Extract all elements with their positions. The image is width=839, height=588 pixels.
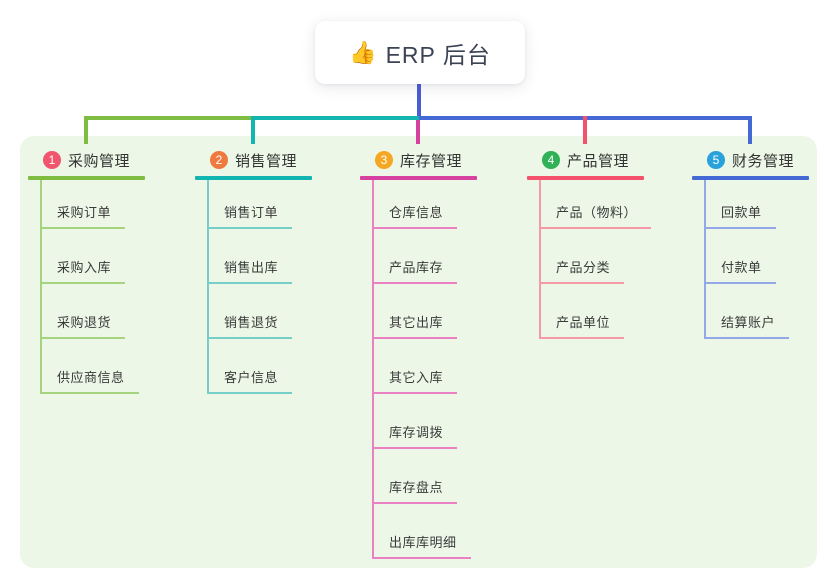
branch-label: 产品管理 xyxy=(567,152,630,170)
branch: 3 库存管理 仓库信息 产品库存 其它出库 其它入库 库存调拨 库存盘点 出库库… xyxy=(360,144,477,559)
sub-item[interactable]: 采购退货 xyxy=(40,284,126,339)
branch: 5 财务管理 回款单 付款单 结算账户 xyxy=(692,144,809,339)
branch: 1 采购管理 采购订单 采购入库 采购退货 供应商信息 xyxy=(28,144,145,394)
sub-item[interactable]: 结算账户 xyxy=(704,284,790,339)
sub-item[interactable]: 销售出库 xyxy=(207,229,293,284)
sub-item[interactable]: 出库库明细 xyxy=(372,504,471,559)
sub-item[interactable]: 产品库存 xyxy=(372,229,458,284)
sub-item-label: 供应商信息 xyxy=(57,370,125,385)
sub-item[interactable]: 回款单 xyxy=(704,180,776,229)
sub-item-label: 付款单 xyxy=(721,260,762,275)
branch-number-badge: 5 xyxy=(707,151,725,169)
sub-item-label: 销售订单 xyxy=(224,205,279,220)
connector-drop-inventory xyxy=(416,120,420,144)
branch-header[interactable]: 3 库存管理 xyxy=(360,144,477,176)
branch-header[interactable]: 5 财务管理 xyxy=(692,144,809,176)
branch-children: 回款单 付款单 结算账户 xyxy=(692,180,809,339)
connector-drop-finance xyxy=(748,116,752,144)
branch-number-badge: 3 xyxy=(375,151,393,169)
sub-item[interactable]: 产品（物料） xyxy=(539,180,652,229)
branch-header[interactable]: 4 产品管理 xyxy=(527,144,644,176)
branch-label: 采购管理 xyxy=(68,152,131,170)
sub-item-label: 结算账户 xyxy=(721,315,776,330)
sub-item[interactable]: 其它入库 xyxy=(372,339,458,394)
branch-children: 销售订单 销售出库 销售退货 客户信息 xyxy=(195,180,312,394)
sub-item-label: 销售退货 xyxy=(224,315,279,330)
branch-underline xyxy=(28,176,145,180)
branch-header[interactable]: 2 销售管理 xyxy=(195,144,312,176)
branch-underline xyxy=(195,176,312,180)
sub-item-label: 库存调拨 xyxy=(389,425,444,440)
sub-item[interactable]: 库存盘点 xyxy=(372,449,458,504)
sub-item-label: 客户信息 xyxy=(224,370,279,385)
sub-item[interactable]: 销售退货 xyxy=(207,284,293,339)
branch-number-badge: 4 xyxy=(542,151,560,169)
branch-number-badge: 1 xyxy=(43,151,61,169)
sub-item-label: 产品（物料） xyxy=(556,205,638,220)
root-title: ERP 后台 xyxy=(385,41,491,68)
sub-item-label: 销售出库 xyxy=(224,260,279,275)
sub-item-label: 产品单位 xyxy=(556,315,611,330)
sub-item[interactable]: 库存调拨 xyxy=(372,394,458,449)
sub-item-label: 其它出库 xyxy=(389,315,444,330)
thumbs-up-icon: 👍 xyxy=(349,39,377,65)
sub-item-label: 采购订单 xyxy=(57,205,112,220)
sub-item[interactable]: 产品单位 xyxy=(539,284,625,339)
sub-item-label: 采购退货 xyxy=(57,315,112,330)
branch-label: 财务管理 xyxy=(732,152,795,170)
sub-item[interactable]: 仓库信息 xyxy=(372,180,458,229)
sub-item-label: 出库库明细 xyxy=(389,535,457,550)
sub-item[interactable]: 供应商信息 xyxy=(40,339,139,394)
sub-item-label: 回款单 xyxy=(721,205,762,220)
sub-item-label: 其它入库 xyxy=(389,370,444,385)
branch-underline xyxy=(527,176,644,180)
branch-underline xyxy=(692,176,809,180)
branch-children: 采购订单 采购入库 采购退货 供应商信息 xyxy=(28,180,145,394)
sub-item-label: 产品库存 xyxy=(389,260,444,275)
sub-item[interactable]: 采购入库 xyxy=(40,229,126,284)
sub-item[interactable]: 其它出库 xyxy=(372,284,458,339)
sub-item[interactable]: 产品分类 xyxy=(539,229,625,284)
sub-item-label: 仓库信息 xyxy=(389,205,444,220)
connector-drop-sales xyxy=(251,116,255,144)
branch-header[interactable]: 1 采购管理 xyxy=(28,144,145,176)
connector-horizontal-teal xyxy=(253,116,419,120)
sub-item[interactable]: 付款单 xyxy=(704,229,776,284)
connector-drop-purchase xyxy=(84,116,88,144)
branch-label: 库存管理 xyxy=(400,152,463,170)
branch-label: 销售管理 xyxy=(235,152,298,170)
branch-number-badge: 2 xyxy=(210,151,228,169)
sub-item[interactable]: 销售订单 xyxy=(207,180,293,229)
branch-children: 产品（物料） 产品分类 产品单位 xyxy=(527,180,652,339)
sub-item[interactable]: 采购订单 xyxy=(40,180,126,229)
mindmap-background-panel xyxy=(20,136,817,568)
branch-children: 仓库信息 产品库存 其它出库 其它入库 库存调拨 库存盘点 出库库明细 xyxy=(360,180,477,559)
sub-item-label: 产品分类 xyxy=(556,260,611,275)
branch-underline xyxy=(360,176,477,180)
connector-drop-product xyxy=(583,116,587,144)
sub-item-label: 采购入库 xyxy=(57,260,112,275)
root-node[interactable]: 👍 ERP 后台 xyxy=(315,21,525,84)
branch: 4 产品管理 产品（物料） 产品分类 产品单位 xyxy=(527,144,652,339)
connector-horizontal-green xyxy=(86,116,253,120)
sub-item[interactable]: 客户信息 xyxy=(207,339,293,394)
branch: 2 销售管理 销售订单 销售出库 销售退货 客户信息 xyxy=(195,144,312,394)
connector-root-vertical xyxy=(417,84,421,116)
sub-item-label: 库存盘点 xyxy=(389,480,444,495)
